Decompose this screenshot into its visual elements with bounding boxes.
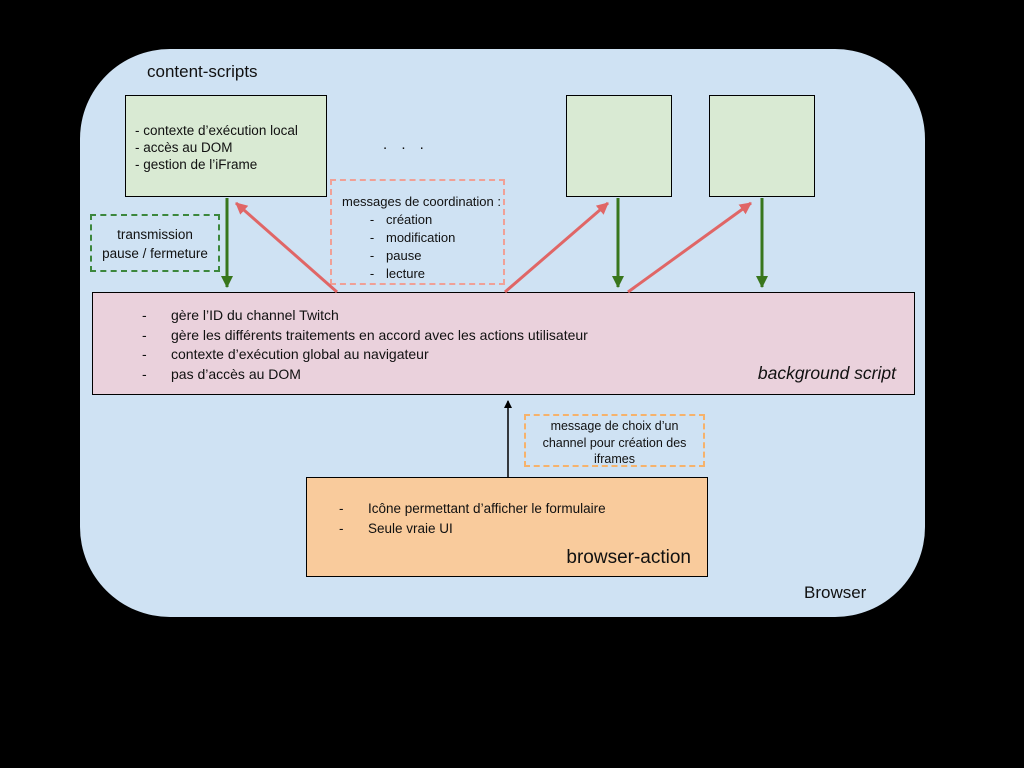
bullet-dash: - xyxy=(369,248,375,263)
browser-label: Browser xyxy=(804,583,867,602)
bullet-dash: - xyxy=(369,230,375,245)
coordination-item: - lecture xyxy=(332,265,503,283)
browser-action-item: - Icône permettant d’afficher le formula… xyxy=(307,499,707,519)
bullet-dash: - xyxy=(369,212,375,227)
content-script-node-3 xyxy=(709,95,815,197)
background-script-title: background script xyxy=(757,362,896,383)
transmission-note-line: transmission xyxy=(117,227,193,242)
background-script-item: - contexte d’exécution global au navigat… xyxy=(93,345,914,365)
coordination-item-label: lecture xyxy=(386,266,426,281)
channel-choice-note: message de choix d’un channel pour créat… xyxy=(524,414,705,467)
coordination-note: messages de coordination : - création - … xyxy=(330,179,505,285)
coordination-note-title: messages de coordination : xyxy=(342,194,501,209)
bullet-dash: - xyxy=(142,365,147,382)
browser-action-item-label: Icône permettant d’afficher le formulair… xyxy=(368,501,606,516)
background-script-item: - gère les différents traitements en acc… xyxy=(93,326,914,346)
coordination-item-label: création xyxy=(386,212,433,227)
background-script-item: - gère l’ID du channel Twitch xyxy=(93,306,914,326)
browser-action-item-label: Seule vraie UI xyxy=(368,520,453,536)
transmission-note: transmission pause / fermeture xyxy=(90,214,220,272)
bullet-dash: - xyxy=(142,307,147,323)
channel-choice-line: message de choix d’un xyxy=(550,419,679,433)
content-script-feature: - gestion de l’iFrame xyxy=(135,157,258,172)
coordination-item-label: pause xyxy=(386,248,422,263)
background-script-item: - pas d’accès au DOM xyxy=(93,365,914,385)
channel-choice-line: channel pour création des xyxy=(542,435,687,450)
bullet-dash: - xyxy=(339,520,344,536)
content-script-feature: - contexte d’exécution local xyxy=(135,123,298,138)
content-script-feature: - accès au DOM xyxy=(135,140,233,155)
browser-action-node: - Icône permettant d’afficher le formula… xyxy=(306,477,708,577)
ellipsis-dots: . . . xyxy=(383,136,429,153)
coordination-item-label: modification xyxy=(386,230,456,245)
coordination-item: - création xyxy=(332,211,503,229)
browser-action-item: - Seule vraie UI xyxy=(307,519,707,539)
bullet-dash: - xyxy=(142,326,147,343)
background-script-node: - gère l’ID du channel Twitch - gère les… xyxy=(92,292,915,395)
channel-choice-line: iframes xyxy=(594,452,635,466)
bullet-dash: - xyxy=(369,266,375,281)
browser-action-title: browser-action xyxy=(566,546,691,568)
content-script-node-2 xyxy=(566,95,672,197)
content-scripts-label: content-scripts xyxy=(147,62,258,81)
background-script-item-label: gère l’ID du channel Twitch xyxy=(171,307,339,323)
background-script-item-label: pas d’accès au DOM xyxy=(171,365,301,382)
background-script-item-label: contexte d’exécution global au navigateu… xyxy=(171,346,429,362)
coordination-item: - modification xyxy=(332,229,503,247)
background-script-item-label: gère les différents traitements en accor… xyxy=(171,326,588,343)
bullet-dash: - xyxy=(339,501,344,516)
transmission-note-line: pause / fermeture xyxy=(102,246,208,261)
coordination-item: - pause xyxy=(332,247,503,265)
content-script-node-1: - contexte d’exécution local - accès au … xyxy=(125,95,327,197)
bullet-dash: - xyxy=(142,346,147,362)
